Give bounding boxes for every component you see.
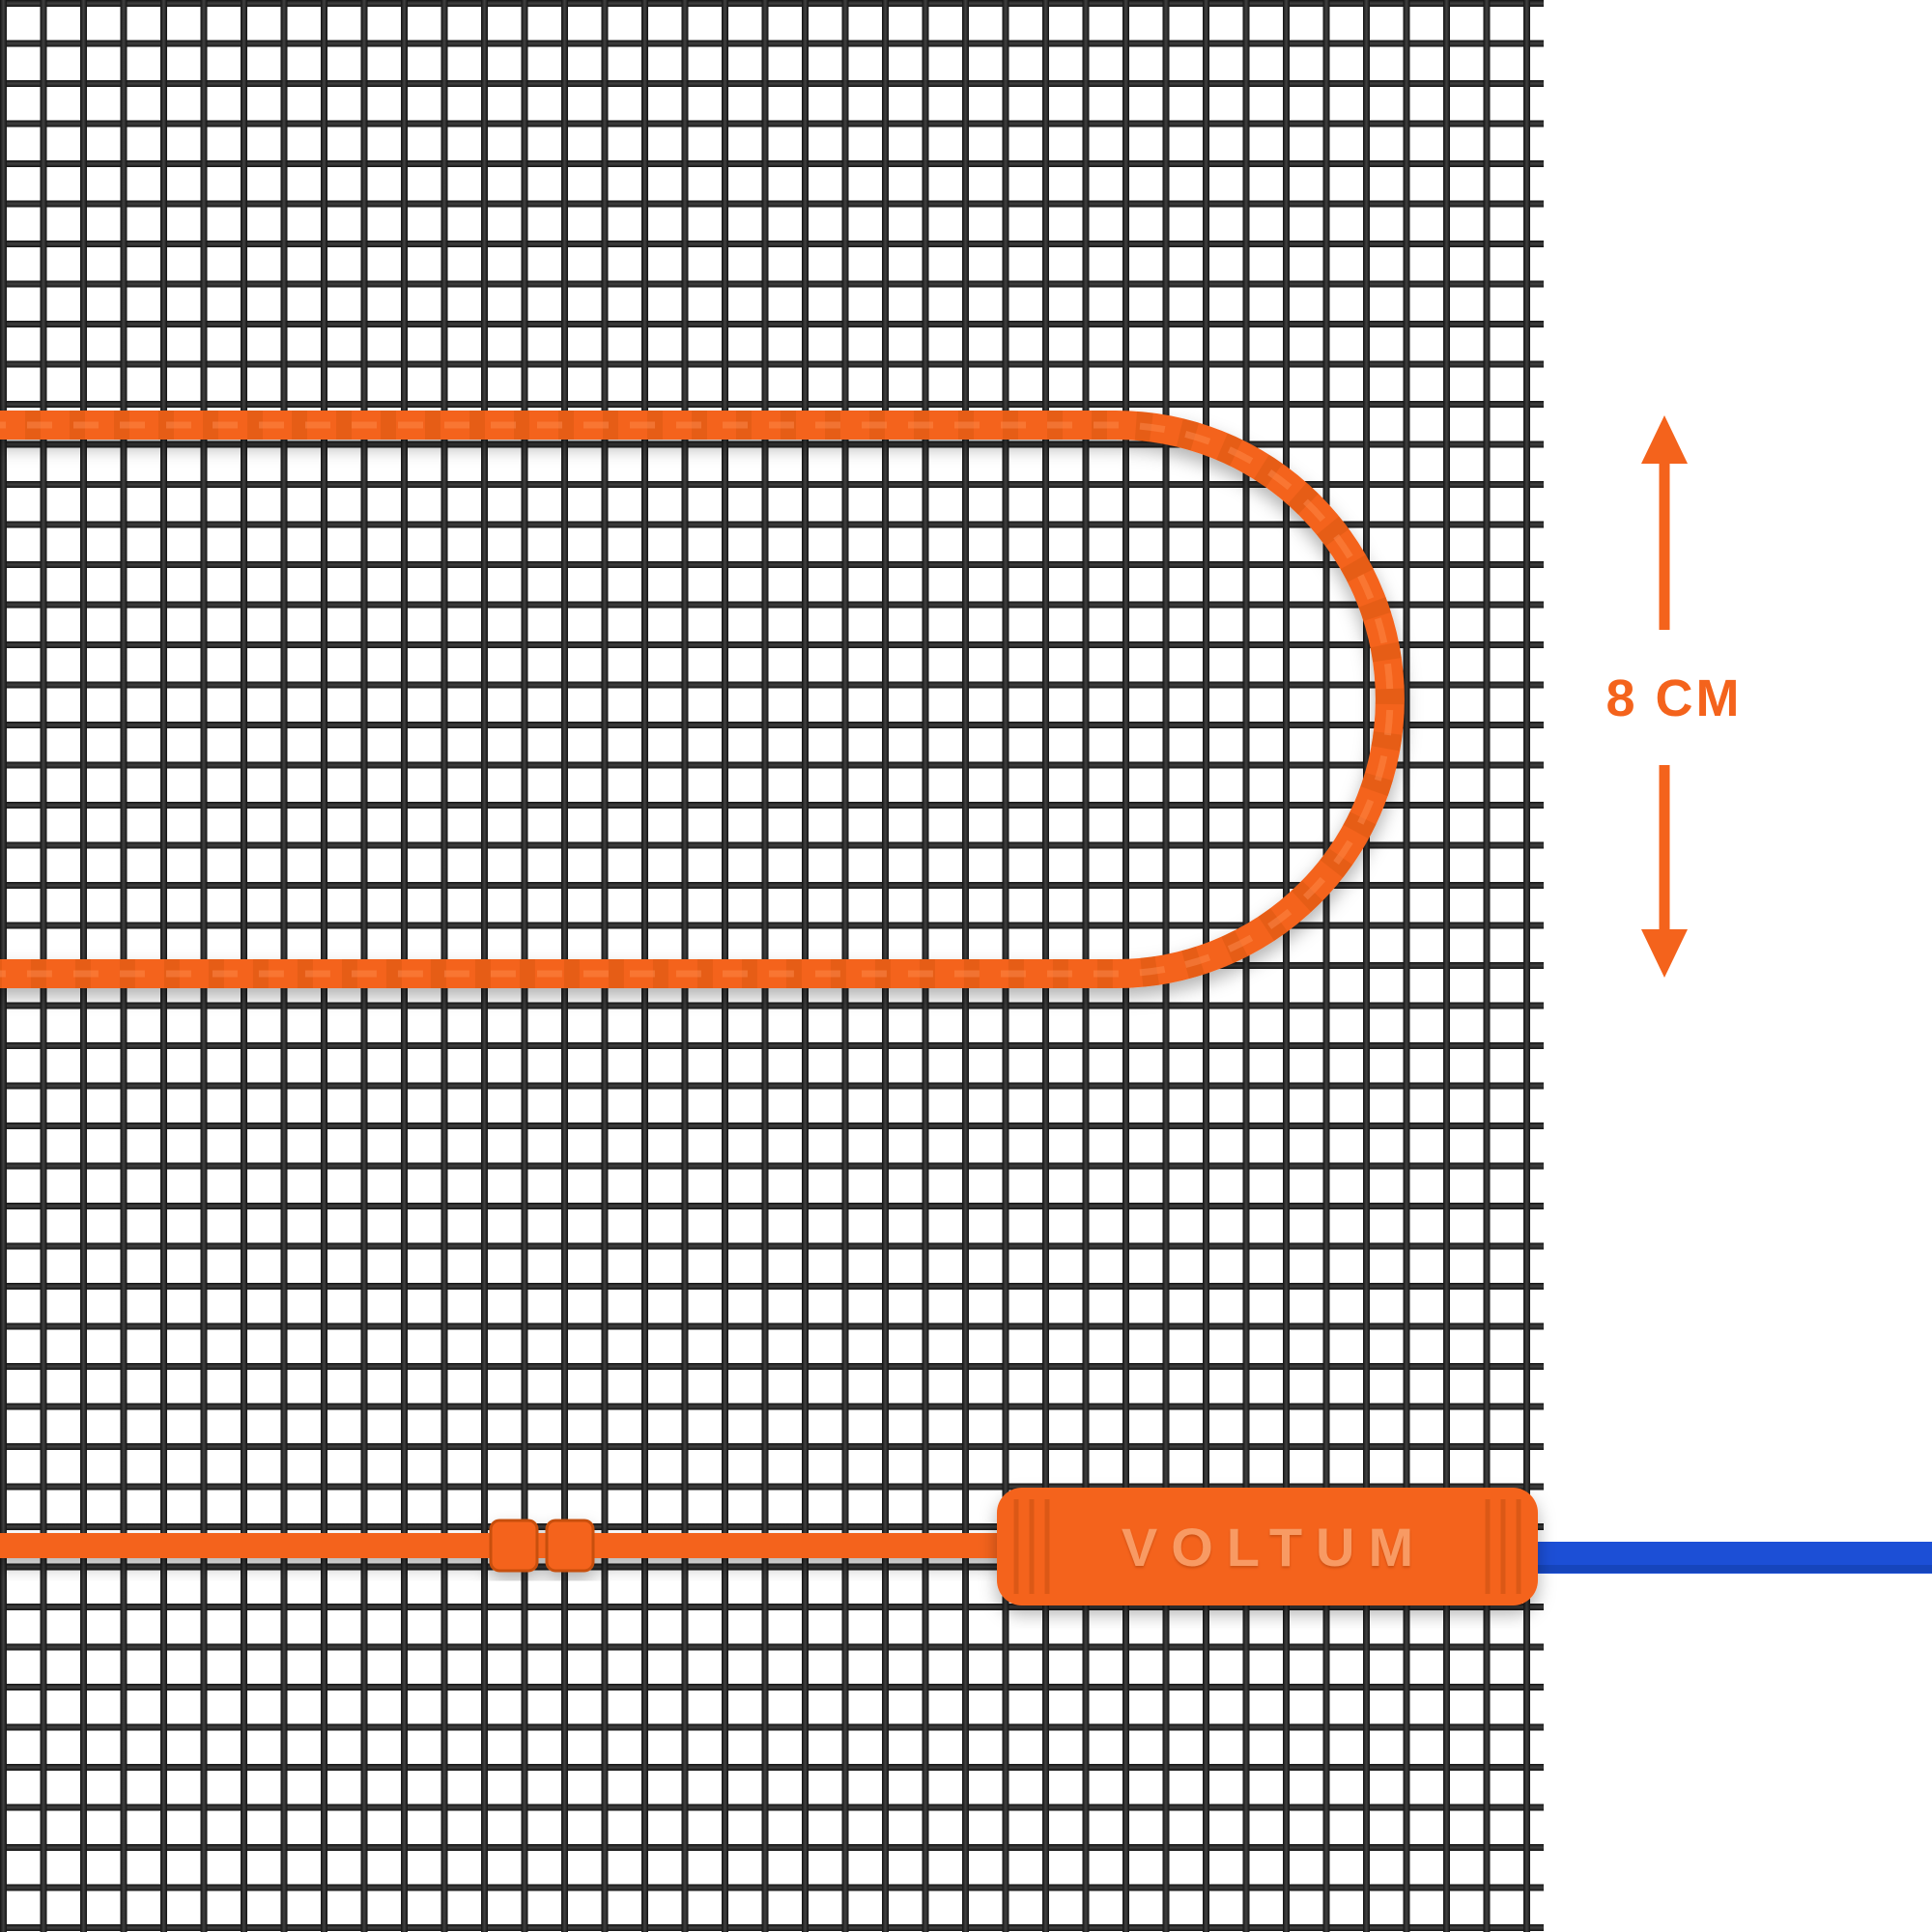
heating-cable-cold-tail <box>0 1519 1063 1573</box>
heating-cable-loop <box>0 411 1405 988</box>
dimension-label: 8 CM <box>1573 663 1776 734</box>
arrowhead-up-icon <box>1641 415 1688 464</box>
cable-connector <box>997 1488 1538 1605</box>
arrowhead-down-icon <box>1641 929 1688 978</box>
power-lead-blue <box>1526 1520 1932 1574</box>
dimension-arrow <box>1641 415 1688 978</box>
connector-ribs <box>1013 1499 1521 1594</box>
splice-clip-pair <box>489 1519 595 1573</box>
